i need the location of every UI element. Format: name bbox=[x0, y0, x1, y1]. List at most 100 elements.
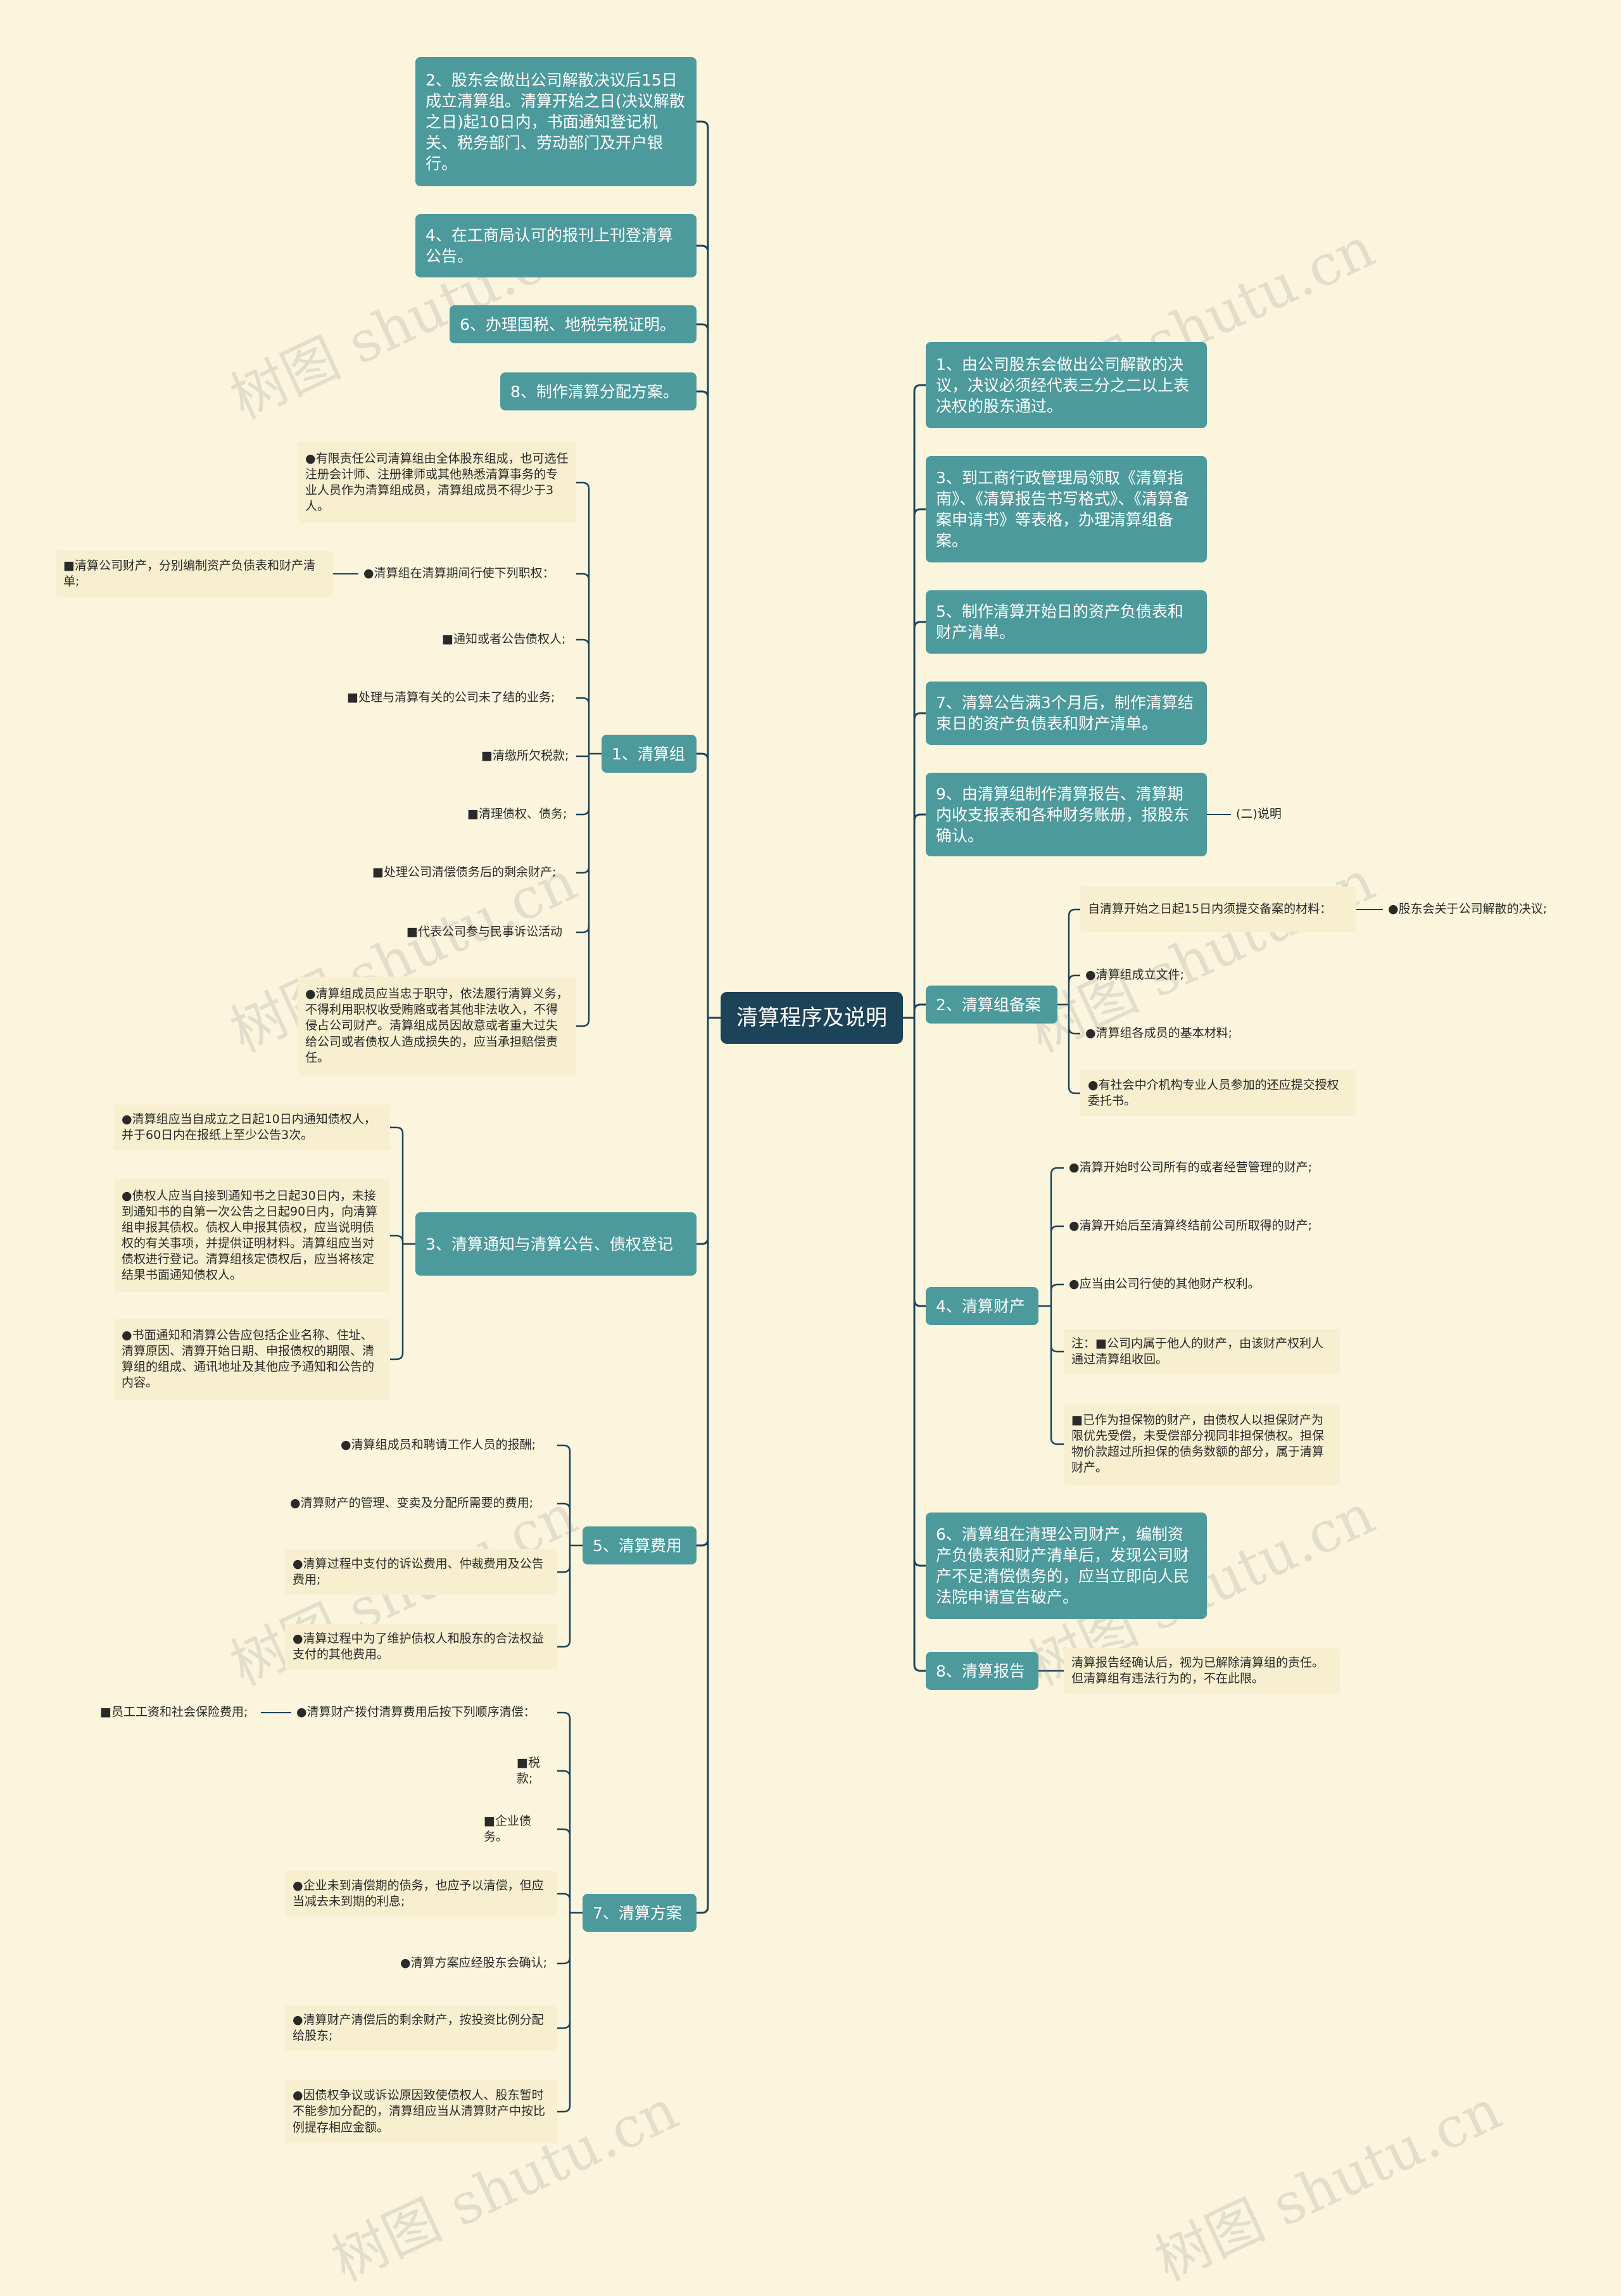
connector-line bbox=[557, 1957, 571, 1965]
connector-line bbox=[913, 508, 926, 516]
step-node-9[interactable]: 9、由清算组制作清算报告、清算期内收支报表和各种财务账册，报股东确认。 bbox=[926, 773, 1207, 856]
group-5-item: ●清算组成员和聘请工作人员的报酬; bbox=[341, 1438, 536, 1452]
connector-line bbox=[697, 323, 709, 331]
connector-line bbox=[1050, 1167, 1064, 1175]
connector-line bbox=[557, 2105, 571, 2113]
connector-line bbox=[557, 1770, 571, 1778]
step-node-6-bankruptcy[interactable]: 6、清算组在清理公司财产，编制资产负债表和财产清单后，发现公司财产不足清偿债务的… bbox=[926, 1513, 1207, 1619]
group-2-item: ●清算组各成员的基本材料; bbox=[1085, 1026, 1232, 1041]
group-1-item: ■代表公司参与民事诉讼活动 bbox=[407, 925, 562, 939]
group-7-item: ●企业未到清偿期的债务，也应予以清偿，但应当减去未到期的利息; bbox=[285, 1871, 557, 1917]
group-1-item: ■处理与清算有关的公司未了结的业务; bbox=[347, 690, 555, 705]
group-5-item: ●清算过程中支付的诉讼费用、仲裁费用及公告费用; bbox=[285, 1549, 557, 1595]
connector-line bbox=[557, 1640, 571, 1648]
group-7-item: ●因债权争议或诉讼原因致使债权人、股东暂时不能参加分配的，清算组应当从清算财产中… bbox=[285, 2080, 557, 2143]
group-4-item: 注：■公司内属于他人的财产，由该财产权利人通过清算组收回。 bbox=[1064, 1329, 1340, 1374]
step-node-1[interactable]: 1、由公司股东会做出公司解散的决议，决议必须经代表三分之二以上表决权的股东通过。 bbox=[926, 342, 1207, 428]
group-5-fees[interactable]: 5、清算费用 bbox=[583, 1526, 697, 1564]
connector-line bbox=[1068, 908, 1080, 916]
group-3-item: ●清算组应当自成立之日起10日内通知债权人，并于60日内在报纸上至少公告3次。 bbox=[114, 1105, 390, 1150]
group-2-item: ●有社会中介机构专业人员参加的还应提交授权委托书。 bbox=[1080, 1070, 1356, 1116]
connector-line bbox=[1068, 1027, 1080, 1035]
connector-line bbox=[913, 1003, 926, 1012]
step-node-4[interactable]: 4、在工商局认可的报刊上刊登清算公告。 bbox=[415, 214, 697, 277]
group-4-item: ●清算开始时公司所有的或者经营管理的财产; bbox=[1069, 1160, 1312, 1175]
connector-line bbox=[557, 1502, 571, 1511]
connector-line bbox=[576, 866, 590, 874]
note-explanation: (二)说明 bbox=[1236, 807, 1282, 821]
group-2-filing[interactable]: 2、清算组备案 bbox=[926, 986, 1057, 1024]
connector-line bbox=[913, 712, 926, 720]
connector-line bbox=[576, 573, 590, 581]
connector-line bbox=[390, 1352, 404, 1360]
group-3-item: ●债权人应当自接到通知书之日起30日内，未接到通知书的自第一次公告之日起90日内… bbox=[114, 1179, 390, 1292]
connector-line bbox=[697, 1906, 709, 1914]
group-7-plan[interactable]: 7、清算方案 bbox=[583, 1894, 697, 1932]
connector-line bbox=[697, 120, 709, 129]
connector-line bbox=[576, 808, 590, 816]
watermark: 树图 shutu.cn bbox=[1145, 2076, 1511, 2293]
group-1-qingsuanzu[interactable]: 1、清算组 bbox=[602, 735, 697, 773]
group-4-item: ●清算开始后至清算终结前公司所取得的财产; bbox=[1069, 1219, 1312, 1233]
group-1-item: ■清理债权、债务; bbox=[467, 807, 567, 821]
connector-line bbox=[576, 1019, 590, 1027]
connector-line bbox=[576, 481, 590, 490]
root-node[interactable]: 清算程序及说明 bbox=[721, 992, 903, 1044]
connector-line bbox=[1050, 1225, 1064, 1233]
connector-line bbox=[1068, 1086, 1080, 1094]
group-8-report[interactable]: 8、清算报告 bbox=[926, 1652, 1038, 1690]
connector-line bbox=[576, 697, 590, 705]
connector-line bbox=[576, 638, 590, 647]
group-7-item: ●清算财产拨付清算费用后按下列顺序清偿： bbox=[296, 1705, 536, 1720]
connector-line bbox=[697, 1237, 709, 1245]
group-1-item: ●有限责任公司清算组由全体股东组成，也可选任注册会计师、注册律师或其他熟悉清算事… bbox=[298, 442, 576, 523]
group-1-item: ●清算组在清算期间行使下列职权： bbox=[363, 566, 555, 581]
connector-line bbox=[913, 384, 926, 392]
group-1-item: ■清缴所欠税款; bbox=[481, 749, 569, 763]
group-7-item: ●清算财产清偿后的剩余财产，按投资比例分配给股东; bbox=[285, 2005, 557, 2051]
connector-line bbox=[557, 2021, 571, 2029]
step-node-2[interactable]: 2、股东会做出公司解散决议后15日成立清算组。清算开始之日(决议解散之日)起10… bbox=[415, 57, 697, 186]
connector-line bbox=[557, 1711, 571, 1720]
group-3-item: ●书面通知和清算公告应包括企业名称、住址、清算原因、清算开始日期、申报债权的期限… bbox=[114, 1319, 390, 1400]
group-4-property[interactable]: 4、清算财产 bbox=[926, 1287, 1038, 1325]
connector-line bbox=[557, 1828, 571, 1836]
group-7-item: ■企业债务。 bbox=[484, 1813, 531, 1844]
connector-line bbox=[390, 1234, 404, 1243]
group-1-subitem: ■清算公司财产，分别编制资产负债表和财产清单; bbox=[56, 551, 333, 597]
group-4-item: ■已作为担保物的财产，由债权人以担保财产为限优先受偿，未受偿部分视同非担保债权。… bbox=[1064, 1404, 1340, 1485]
step-node-8[interactable]: 8、制作清算分配方案。 bbox=[500, 372, 697, 410]
group-1-item: ■通知或者公告债权人; bbox=[442, 632, 566, 647]
connector-line bbox=[913, 1299, 926, 1307]
connector-line bbox=[1050, 1345, 1064, 1353]
group-3-notice[interactable]: 3、清算通知与清算公告、债权登记 bbox=[415, 1212, 697, 1276]
step-node-6[interactable]: 6、办理国税、地税完税证明。 bbox=[450, 305, 697, 343]
group-5-item: ●清算过程中为了维护债权人和股东的合法权益支付的其他费用。 bbox=[285, 1624, 557, 1670]
group-5-item: ●清算财产的管理、变卖及分配所需要的费用; bbox=[290, 1496, 533, 1511]
connector-line bbox=[557, 1444, 571, 1452]
step-node-7[interactable]: 7、清算公告满3个月后，制作清算结束日的资产负债表和财产清单。 bbox=[926, 682, 1207, 745]
group-7-item: ■税款; bbox=[517, 1755, 540, 1785]
connector-line bbox=[697, 244, 709, 253]
group-1-item: ●清算组成员应当忠于职守，依法履行清算义务，不得利用职权收受贿赂或者其他非法收入… bbox=[298, 977, 576, 1075]
connector-line bbox=[697, 1538, 709, 1547]
connector-line bbox=[1050, 1283, 1064, 1291]
connector-line bbox=[1068, 974, 1080, 982]
connector-line bbox=[390, 1126, 404, 1134]
group-8-item: 清算报告经确认后，视为已解除清算组的责任。但清算组有违法行为的，不在此限。 bbox=[1064, 1648, 1340, 1694]
group-4-item: ●应当由公司行使的其他财产权利。 bbox=[1069, 1277, 1260, 1291]
group-1-item: ■处理公司清偿债务后的剩余财产; bbox=[372, 865, 557, 880]
connector-line bbox=[913, 621, 926, 629]
connector-line bbox=[1050, 1437, 1064, 1445]
step-node-5[interactable]: 5、制作清算开始日的资产负债表和财产清单。 bbox=[926, 590, 1207, 654]
connector-line bbox=[697, 752, 709, 761]
connector-line bbox=[697, 390, 709, 398]
connector-line bbox=[576, 925, 590, 934]
step-node-3[interactable]: 3、到工商行政管理局领取《清算指南》、《清算报告书写格式》、《清算备案申请书》等… bbox=[926, 456, 1207, 562]
group-7-item: ●清算方案应经股东会确认; bbox=[400, 1956, 547, 1970]
group-2-subitem: ●股东会关于公司解散的决议; bbox=[1388, 902, 1547, 916]
connector-line bbox=[913, 1664, 926, 1672]
connector-line bbox=[913, 813, 926, 821]
group-7-subitem: ■员工工资和社会保险费用; bbox=[100, 1705, 248, 1720]
connector-line bbox=[913, 1559, 926, 1567]
